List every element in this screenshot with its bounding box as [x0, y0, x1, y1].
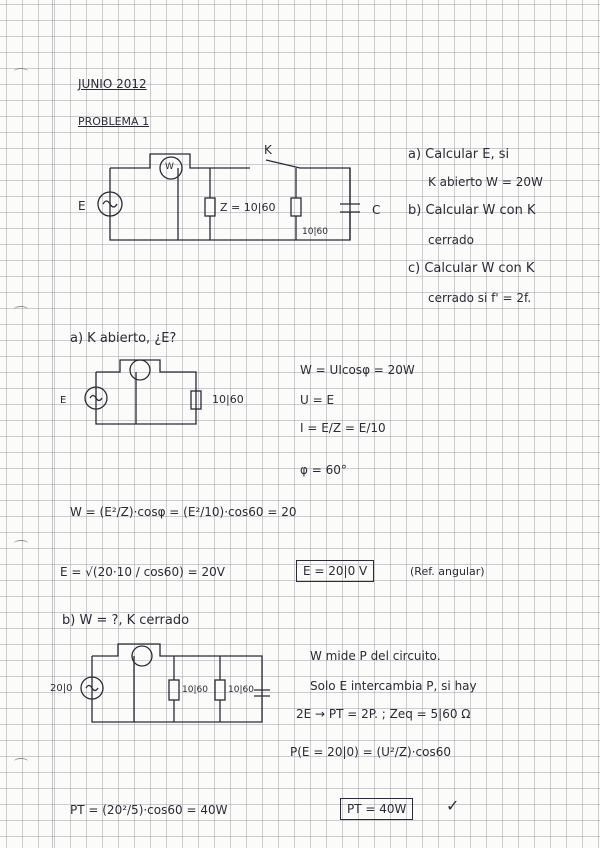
question-b-line2: cerrado	[428, 233, 474, 247]
equation-w: W = (E²/Z)·cosφ = (E²/10)·cos60 = 20	[70, 505, 297, 519]
binder-hole	[14, 540, 28, 547]
impedance-icon	[204, 197, 216, 217]
source-value: 20|0	[50, 683, 73, 694]
impedance-icon	[290, 197, 302, 217]
wattmeter-icon	[131, 645, 153, 667]
impedance-2-label: 10|60	[302, 227, 328, 237]
wattmeter-label: W	[165, 162, 174, 172]
part-a-heading: a) K abierto, ¿E?	[70, 331, 177, 346]
question-c-line2: cerrado si f' = 2f.	[428, 291, 532, 305]
binder-hole	[14, 758, 28, 765]
ac-source-icon	[97, 191, 123, 217]
wattmeter-icon	[129, 359, 151, 381]
load-2-label: 10|60	[228, 685, 254, 695]
load-label: 10|60	[212, 393, 244, 406]
equation-pt: PT = (20²/5)·cos60 = 40W	[70, 803, 228, 817]
impedance-z-label: Z = 10|60	[220, 201, 276, 214]
switch-label: K	[264, 143, 272, 157]
part-b-heading: b) W = ?, K cerrado	[62, 613, 190, 628]
wattmeter-icon	[159, 156, 183, 180]
problem-heading: PROBLEMA 1	[78, 115, 150, 128]
source-label: E	[78, 199, 86, 213]
explanation-1: W mide P del circuito.	[310, 649, 441, 663]
equation-power: W = UIcosφ = 20W	[300, 363, 415, 377]
equation-e: E = √(20·10 / cos60) = 20V	[60, 565, 225, 579]
binder-hole	[14, 306, 28, 313]
ac-source-icon	[84, 386, 108, 410]
equation-p: P(E = 20|0) = (U²/Z)·cos60	[290, 745, 451, 759]
result-e-box: E = 20|0 V	[296, 560, 375, 582]
equation-phi: φ = 60°	[300, 463, 347, 477]
capacitor-icon	[340, 168, 360, 240]
explanation-2: Solo E intercambia P, si hay	[310, 679, 477, 693]
impedance-icon	[214, 679, 226, 701]
impedance-icon	[190, 390, 202, 410]
impedance-icon	[168, 679, 180, 701]
ac-source-icon	[80, 676, 104, 700]
question-a-line2: K abierto W = 20W	[428, 175, 543, 189]
source-label: E	[60, 395, 67, 406]
load-1-label: 10|60	[182, 685, 208, 695]
binder-hole	[14, 68, 28, 75]
capacitor-label: C	[372, 203, 381, 217]
question-c-line1: c) Calcular W con K	[408, 261, 535, 276]
question-a-line1: a) Calcular E, si	[408, 147, 510, 162]
equation-current: I = E/Z = E/10	[300, 421, 386, 435]
checkmark-icon: ✓	[446, 796, 460, 815]
date-heading: JUNIO 2012	[78, 77, 147, 91]
margin-line	[52, 0, 53, 848]
equation-voltage: U = E	[300, 393, 335, 407]
question-b-line1: b) Calcular W con K	[408, 203, 536, 218]
explanation-3: 2E → PT = 2P. ; Zeq = 5|60 Ω	[296, 707, 471, 721]
angle-note: (Ref. angular)	[410, 565, 485, 578]
result-pt-box: PT = 40W	[340, 798, 414, 820]
